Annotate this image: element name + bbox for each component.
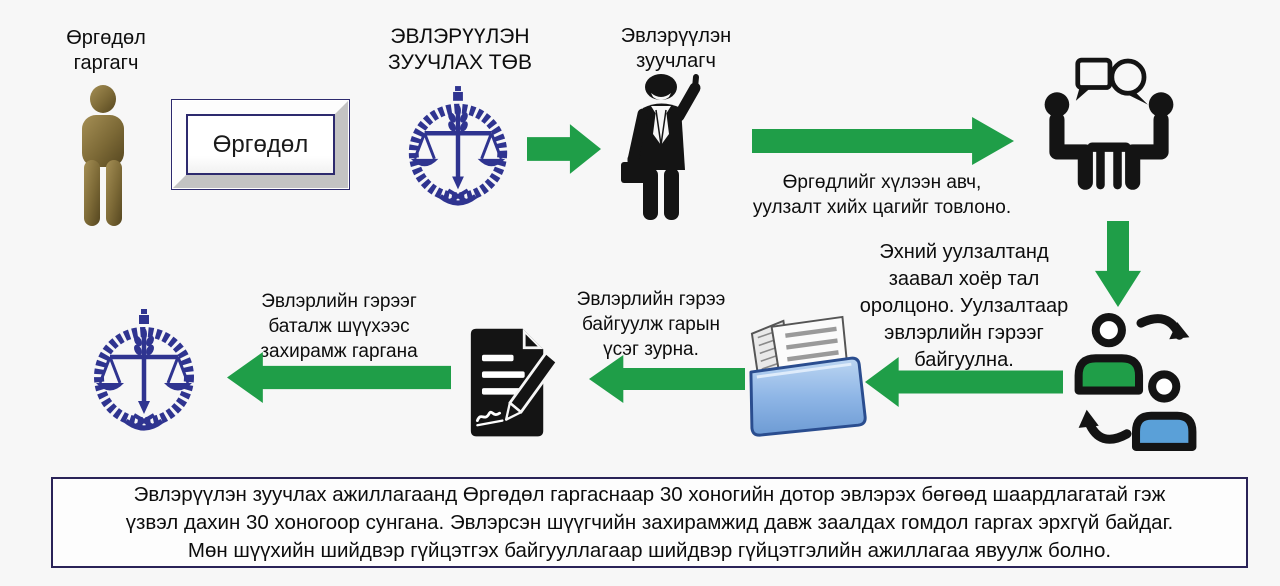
mediator-person-icon [620, 72, 718, 222]
folder-documents-icon [744, 314, 872, 437]
applicant-person-icon [70, 84, 136, 229]
parties-exchange-icon [1064, 309, 1204, 455]
application-box-label: Өргөдөл [186, 114, 335, 175]
arrow-left-icon [589, 354, 745, 404]
contract-signing-icon [463, 325, 565, 441]
arrow-down-icon [1093, 221, 1143, 307]
court-emblem-icon [84, 307, 204, 439]
meeting-icon [1038, 52, 1180, 196]
application-box: Өргөдөл [171, 99, 350, 190]
first-meeting-caption: Эхний уулзалтанд заавал хоёр тал оролцон… [859, 241, 1069, 371]
mediation-center-label: ЭВЛЭРҮҮЛЭН ЗУУЧЛАХ ТӨВ [388, 25, 532, 74]
footer-note: Эвлэрүүлэн зуучлах ажиллагаанд Өргөдөл г… [125, 482, 1174, 562]
arrow-left-icon [227, 351, 451, 404]
court-emblem-icon [399, 84, 517, 214]
court-order-caption: Эвлэрлийн гэрээг баталж шүүхээс захирамж… [260, 291, 418, 362]
mediator-label: Эвлэрүүлэн зуучлагч [620, 25, 732, 72]
arrow-left-icon [865, 356, 1063, 408]
sign-agreement-caption: Эвлэрлийн гэрээ байгуулж гарын үсэг зурн… [576, 289, 726, 360]
footer-note-box: Эвлэрүүлэн зуучлах ажиллагаанд Өргөдөл г… [51, 477, 1248, 568]
applicant-label: Өргөдөл гаргагч [66, 27, 146, 74]
receive-schedule-caption: Өргөдлийг хүлээн авч, уулзалт хийх цагий… [752, 172, 1012, 218]
arrow-right-icon [752, 116, 1014, 166]
application-box-bevel: Өргөдөл [173, 101, 348, 188]
arrow-right-icon [527, 122, 601, 176]
